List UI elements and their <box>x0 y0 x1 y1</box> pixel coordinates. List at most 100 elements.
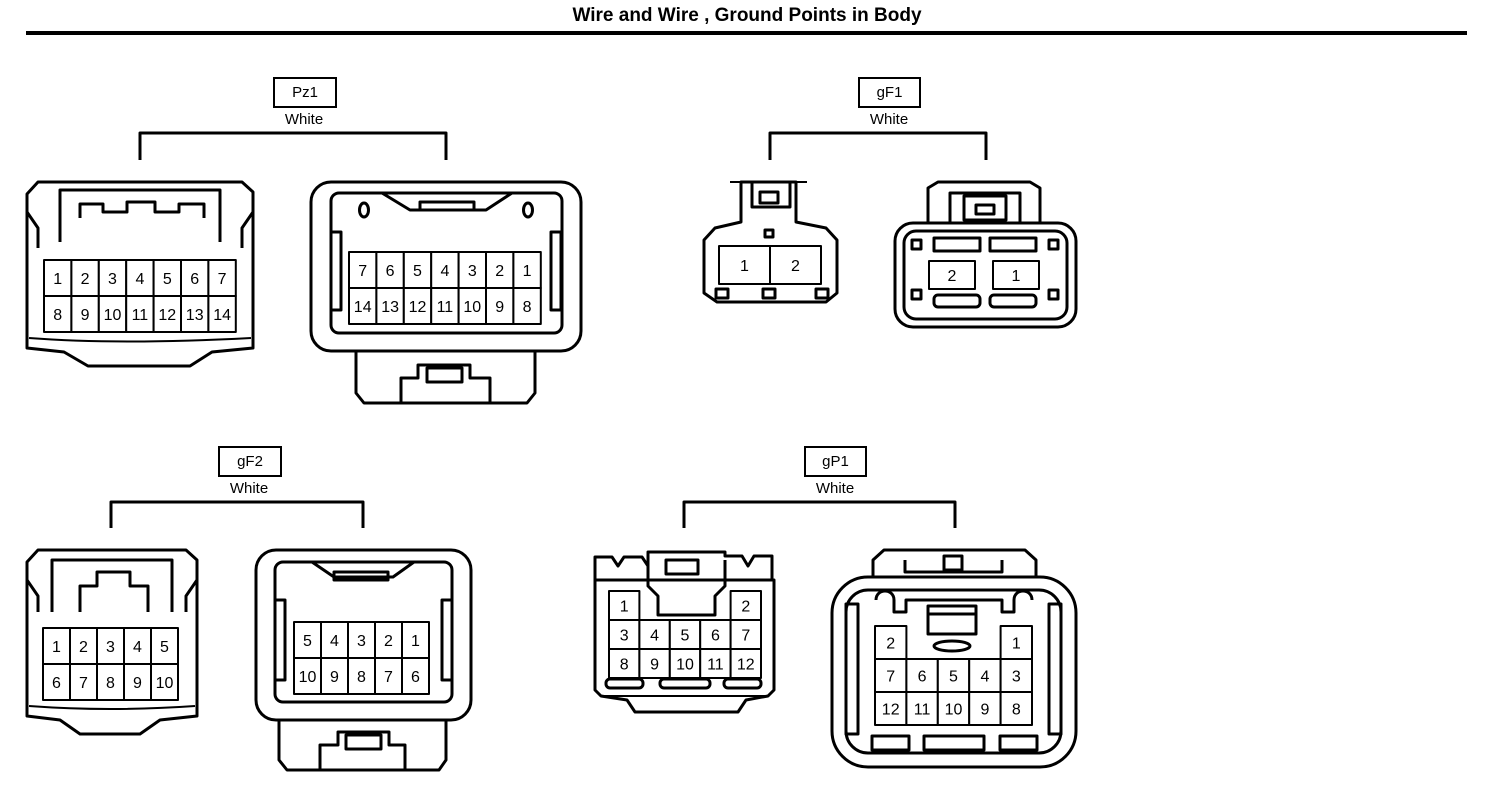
pin-number: 1 <box>620 599 629 616</box>
gp1-left-housing <box>593 550 776 714</box>
pin-cell <box>608 590 641 621</box>
pin-number: 4 <box>650 628 659 645</box>
pin-number: 7 <box>384 669 393 686</box>
pin-cell <box>874 625 908 660</box>
pin-number: 5 <box>163 271 172 288</box>
connector-code-gp1: gP1 <box>804 446 867 477</box>
pin-cell <box>936 691 971 726</box>
pin-cell <box>402 287 433 325</box>
pin-number: 7 <box>358 263 367 280</box>
pin-number: 2 <box>81 271 90 288</box>
pin-number: 4 <box>135 271 144 288</box>
pin-cell <box>180 295 210 333</box>
title-underline <box>26 31 1467 35</box>
pin-cell <box>70 295 100 333</box>
gf2-left-housing <box>25 548 199 736</box>
pin-cell <box>69 663 98 701</box>
pin-cell <box>347 657 376 695</box>
pin-cell <box>125 295 155 333</box>
bracket-gf2 <box>109 500 365 528</box>
pin-number: 5 <box>413 263 422 280</box>
pin-number: 3 <box>357 633 366 650</box>
pin-cell <box>207 295 237 333</box>
pin-number: 10 <box>104 307 122 324</box>
pin-cell <box>401 657 430 695</box>
pin-cell <box>729 648 762 679</box>
pin-number: 10 <box>676 657 694 674</box>
pin-cell <box>512 251 542 289</box>
pin-number: 9 <box>133 675 142 692</box>
pin-cell <box>401 621 430 659</box>
pin-number: 11 <box>437 299 454 316</box>
pin-number: 8 <box>620 657 629 674</box>
pin-number: 2 <box>948 268 957 285</box>
pin-cell <box>874 691 908 726</box>
pin-number: 12 <box>158 307 176 324</box>
pin-number: 4 <box>440 263 449 280</box>
pin-number: 10 <box>156 675 174 692</box>
pin-number: 3 <box>468 263 477 280</box>
pin-cell <box>718 245 771 285</box>
pin-number: 5 <box>160 639 169 656</box>
pin-number: 8 <box>357 669 366 686</box>
pin-number: 8 <box>53 307 62 324</box>
pin-cell <box>999 691 1033 726</box>
pin-number: 9 <box>495 299 504 316</box>
pin-number: 1 <box>740 258 749 275</box>
pin-number: 13 <box>186 307 204 324</box>
pin-cell <box>123 663 152 701</box>
pin-number: 10 <box>299 669 317 686</box>
pin-cell <box>512 287 542 325</box>
pin-number: 2 <box>741 599 750 616</box>
bracket-pz1 <box>138 131 448 160</box>
pin-number: 9 <box>650 657 659 674</box>
pin-number: 1 <box>53 271 62 288</box>
pin-number: 1 <box>523 263 532 280</box>
pin-number: 7 <box>79 675 88 692</box>
page-title: Wire and Wire , Ground Points in Body <box>572 5 922 26</box>
pin-number: 3 <box>108 271 117 288</box>
pin-number: 6 <box>52 675 61 692</box>
pin-number: 2 <box>791 258 800 275</box>
pin-number: 4 <box>133 639 142 656</box>
pin-cell <box>457 287 488 325</box>
pin-number: 11 <box>132 307 149 324</box>
pin-cell <box>97 295 128 333</box>
pin-cell <box>123 627 152 665</box>
pin-number: 10 <box>945 702 963 719</box>
pin-number: 9 <box>81 307 90 324</box>
pin-number: 3 <box>106 639 115 656</box>
pin-cell <box>638 619 671 650</box>
pin-cell <box>999 658 1033 693</box>
pin-number: 10 <box>463 299 481 316</box>
pin-number: 9 <box>980 702 989 719</box>
pin-number: 2 <box>886 636 895 653</box>
pin-number: 12 <box>409 299 427 316</box>
pin-number: 4 <box>980 669 989 686</box>
pin-number: 8 <box>1012 702 1021 719</box>
pin-number: 2 <box>384 633 393 650</box>
pin-cell <box>180 259 210 297</box>
gf2-right-housing <box>254 548 473 772</box>
pin-number: 1 <box>1012 268 1021 285</box>
pin-cell <box>320 657 349 695</box>
pin-number: 1 <box>1012 636 1021 653</box>
pin-number: 11 <box>707 657 724 674</box>
pin-cell <box>699 648 732 679</box>
pin-cell <box>992 260 1040 290</box>
pin-number: 6 <box>918 669 927 686</box>
bracket-gf1 <box>768 131 988 160</box>
pin-cell <box>430 287 460 325</box>
pin-number: 7 <box>741 628 750 645</box>
pin-number: 5 <box>303 633 312 650</box>
pin-number: 5 <box>681 628 690 645</box>
pin-number: 4 <box>330 633 339 650</box>
pin-cell <box>668 619 702 650</box>
pin-cell <box>70 259 100 297</box>
pz1-right-housing <box>309 180 583 405</box>
pin-number: 7 <box>218 271 227 288</box>
pin-number: 9 <box>330 669 339 686</box>
pin-cell <box>69 627 98 665</box>
pin-number: 14 <box>354 299 372 316</box>
